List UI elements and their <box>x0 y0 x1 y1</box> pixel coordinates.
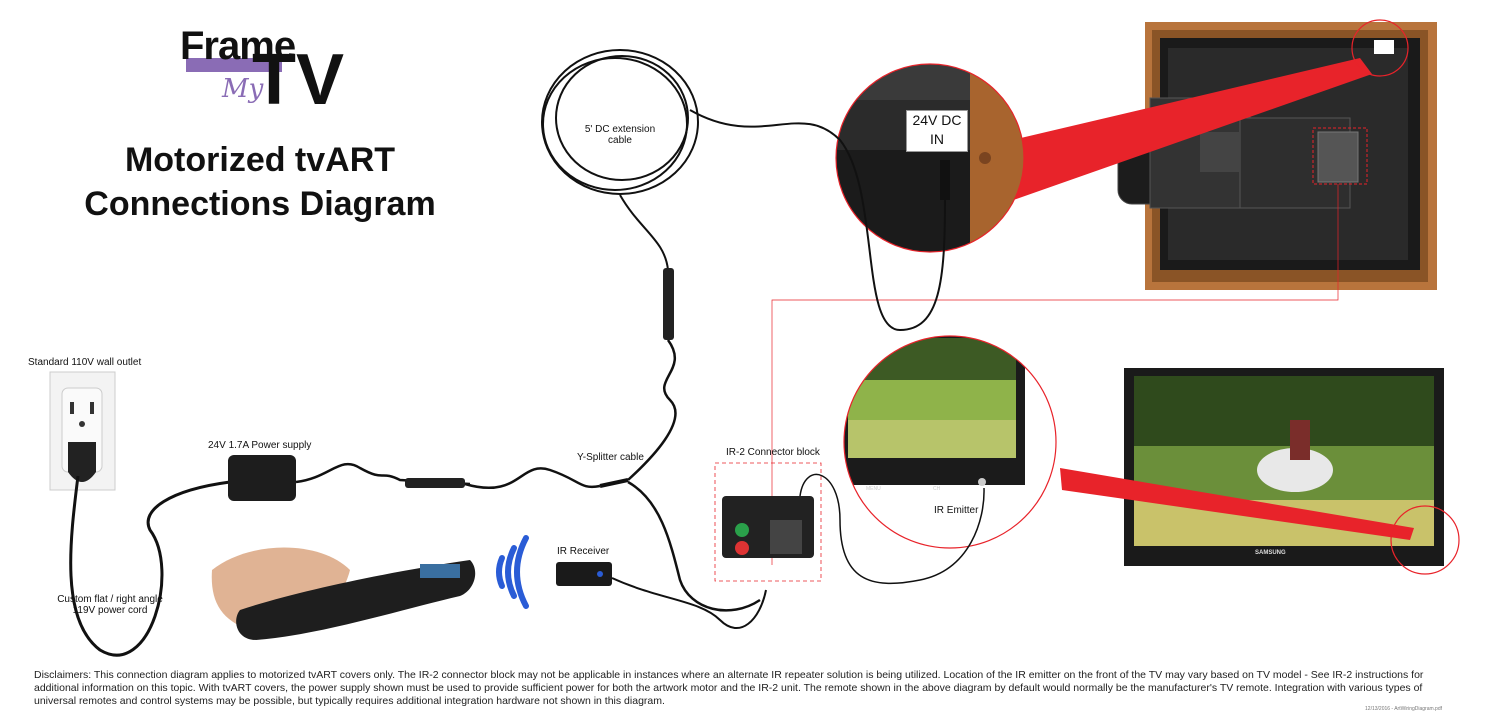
disclaimer-text: Disclaimers: This connection diagram app… <box>34 669 1424 707</box>
ext-cable-tail <box>619 194 669 271</box>
tv-ch-button: CH <box>933 486 941 492</box>
inline-connector <box>405 478 465 488</box>
hand-with-remote <box>211 547 476 640</box>
label-power-cord: Custom flat / right angle 119V power cor… <box>50 594 170 616</box>
title-line-1: Motorized tvART <box>124 141 396 179</box>
zoom-beam-top <box>970 58 1372 210</box>
power-cord <box>69 475 231 657</box>
dc-extension-coil <box>541 49 699 195</box>
guide-line <box>771 184 1339 565</box>
label-ext-cable: 5' DC extension cable <box>575 124 665 146</box>
y-splitter-branch-down <box>627 480 761 612</box>
label-ir-emitter: IR Emitter <box>934 505 979 516</box>
ir-receiver <box>556 562 612 586</box>
dc-in-tag-line1: 24V DC <box>912 112 962 128</box>
ir-emitter-cable <box>799 473 985 585</box>
label-y-splitter: Y-Splitter cable <box>577 452 644 463</box>
label-ext-cable-line1: 5' DC extension <box>584 124 656 135</box>
logo-frame-text: Frame <box>180 24 296 68</box>
label-power-cord-line2: 119V power cord <box>72 605 148 616</box>
ir-receiver-cable <box>611 577 767 630</box>
supply-cable <box>295 462 471 486</box>
dc-in-tag-line2: IN <box>930 131 944 147</box>
label-ext-cable-line2: cable <box>608 135 632 146</box>
framed-tv-back-view <box>1117 22 1437 290</box>
power-supply <box>228 455 296 501</box>
diagram-title: Motorized tvART Connections Diagram <box>60 138 460 226</box>
ir2-connector-block <box>714 462 822 582</box>
logo-tv-text: TV <box>252 40 345 120</box>
label-ir-receiver: IR Receiver <box>557 546 610 557</box>
footer-filename: 12/13/2016 - ArtWiringDiagram.pdf <box>1365 706 1442 712</box>
zoom-dc-input <box>835 63 1025 253</box>
label-power-supply: 24V 1.7A Power supply <box>208 440 312 451</box>
zoom-beam-bottom <box>1060 468 1414 540</box>
dc-in-tag: 24V DC IN <box>906 110 968 152</box>
y-splitter-body <box>599 478 629 488</box>
zoom-target-bottom <box>1390 505 1460 575</box>
ir-signal-icon <box>496 535 529 609</box>
logo-my-text: My <box>222 74 264 104</box>
wall-outlet <box>49 371 116 491</box>
zoom-ir-emitter <box>843 335 1057 549</box>
tv-menu-button: MENU <box>866 486 881 492</box>
label-wall-outlet: Standard 110V wall outlet <box>28 357 142 368</box>
supply-cable-2 <box>464 467 601 490</box>
zoom-target-top <box>1351 19 1409 77</box>
barrel-connector <box>663 268 674 340</box>
tv-brand: SAMSUNG <box>1255 550 1286 556</box>
title-line-2: Connections Diagram <box>84 185 436 223</box>
label-power-cord-line1: Custom flat / right angle <box>57 594 163 605</box>
label-ir2-block: IR-2 Connector block <box>726 447 820 458</box>
ext-cable-to-tv <box>689 109 946 332</box>
y-splitter-branch-up <box>627 339 677 481</box>
ir-receiver-led <box>597 571 603 577</box>
logo-bar <box>186 58 282 72</box>
